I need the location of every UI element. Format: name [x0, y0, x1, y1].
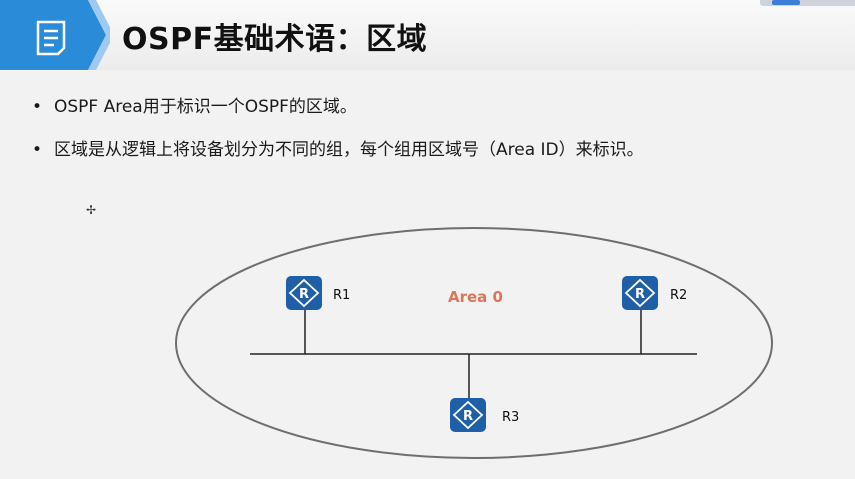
- area-boundary: [175, 227, 773, 459]
- bullet-item: • OSPF Area用于标识一个OSPF的区域。: [32, 92, 357, 117]
- bullet-dot: •: [32, 97, 43, 117]
- area-label: Area 0: [448, 288, 503, 306]
- router-icon: R: [622, 276, 658, 310]
- bullet-text: OSPF Area用于标识一个OSPF的区域。: [54, 97, 357, 117]
- header-band: [0, 0, 855, 70]
- title-badge: [0, 0, 110, 70]
- bullet-item: • 区域是从逻辑上将设备划分为不同的组，每个组用区域号（Area ID）来标识。: [32, 135, 644, 160]
- svg-text:R: R: [299, 287, 309, 302]
- router-r2[interactable]: R R2: [622, 276, 687, 310]
- page-title: OSPF基础术语：区域: [122, 22, 428, 57]
- router-r3[interactable]: R R3: [450, 398, 519, 432]
- bullet-text: 区域是从逻辑上将设备划分为不同的组，每个组用区域号（Area ID）来标识。: [54, 140, 644, 160]
- router-label: R2: [670, 288, 687, 303]
- window-controls[interactable]: [760, 0, 855, 6]
- svg-text:R: R: [635, 287, 645, 302]
- router-label: R1: [333, 288, 350, 303]
- move-cursor-icon: ✢: [86, 203, 97, 217]
- document-icon: [36, 20, 66, 56]
- router-icon: R: [450, 398, 486, 432]
- router-icon: R: [286, 276, 322, 310]
- router-label: R3: [502, 410, 519, 425]
- toolbar-indicator[interactable]: [772, 0, 800, 5]
- router-r1[interactable]: R R1: [286, 276, 350, 310]
- bullet-dot: •: [32, 140, 43, 160]
- svg-text:R: R: [463, 409, 473, 424]
